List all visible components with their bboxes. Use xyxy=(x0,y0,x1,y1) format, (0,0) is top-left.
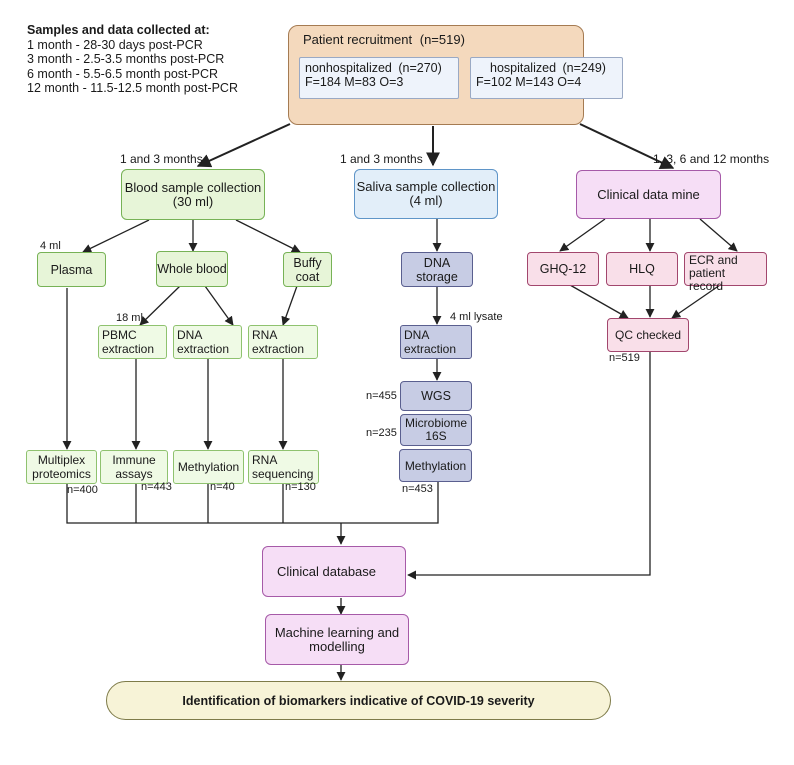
nonhospitalized-title: nonhospitalized xyxy=(305,61,392,75)
saliva-methylation-count: n=453 xyxy=(402,483,433,495)
arrow-ecr-to-qc xyxy=(671,284,721,319)
microbiome-16s-box: Microbiome 16S xyxy=(400,414,472,446)
plasma-box: Plasma xyxy=(37,252,106,287)
machine-learning-box: Machine learning and modelling xyxy=(265,614,409,665)
pbmc-volume-label: 18 ml xyxy=(116,312,143,324)
saliva-dna-extraction-box: DNA extraction xyxy=(400,325,472,359)
arrow-recruitment-to-clinical xyxy=(579,123,675,169)
arrow-blood-to-buffy xyxy=(235,219,301,253)
legend-title: Samples and data collected at: xyxy=(27,23,210,37)
clinical-database-box: Clinical database xyxy=(262,546,406,597)
legend-line: 3 month - 2.5-3.5 months post-PCR xyxy=(27,52,225,67)
arrow-clinical-to-ghq xyxy=(559,218,606,252)
nonhospitalized-box: nonhospitalized (n=270) F=184 M=83 O=3 xyxy=(299,57,459,99)
dna-storage-box: DNA storage xyxy=(401,252,473,287)
qc-checked-box: QC checked xyxy=(607,318,689,352)
dna-extraction-box: DNA extraction xyxy=(173,325,242,359)
clinical-timepoints-label: 1, 3, 6 and 12 months xyxy=(653,152,770,166)
blood-timepoints-label: 1 and 3 months xyxy=(120,152,203,166)
arrow-ghq-to-qc xyxy=(569,284,629,319)
recruitment-title: Patient recruitment (n=519) xyxy=(303,32,465,47)
qc-count: n=519 xyxy=(609,352,640,364)
arrow-buffy-to-rna xyxy=(281,285,298,326)
hospitalized-box: hospitalized (n=249) F=102 M=143 O=4 xyxy=(470,57,623,99)
arrow-whole-to-dna xyxy=(204,285,234,326)
blood-sample-collection-box: Blood sample collection (30 ml) xyxy=(121,169,265,220)
hospitalized-breakdown: F=102 M=143 O=4 xyxy=(476,75,582,89)
arrow-whole-to-pbmc xyxy=(139,285,181,326)
lysate-volume-label: 4 ml lysate xyxy=(450,311,503,323)
saliva-timepoints-label: 1 and 3 months xyxy=(340,152,423,166)
saliva-sample-collection-box: Saliva sample collection (4 ml) xyxy=(354,169,498,219)
biomarker-identification-box: Identification of biomarkers indicative … xyxy=(106,681,611,720)
microbiome-count: n=235 xyxy=(366,427,397,439)
hospitalized-count: (n=249) xyxy=(562,61,606,75)
immune-assays-count: n=443 xyxy=(141,481,172,493)
arrow-qc-to-database xyxy=(407,352,651,580)
nonhospitalized-count: (n=270) xyxy=(398,61,442,75)
ghq-12-box: GHQ-12 xyxy=(527,252,599,286)
collection-timepoints-legend: Samples and data collected at: 1 month -… xyxy=(27,23,238,96)
saliva-methylation-box: Methylation xyxy=(399,449,472,482)
whole-blood-box: Whole blood xyxy=(156,251,228,287)
buffy-coat-box: Buffy coat xyxy=(283,252,332,287)
hlq-box: HLQ xyxy=(606,252,678,286)
legend-line: 1 month - 28-30 days post-PCR xyxy=(27,37,203,52)
blood-methylation-count: n=40 xyxy=(210,481,235,493)
proteomics-count: n=400 xyxy=(67,484,98,496)
clinical-data-mine-box: Clinical data mine xyxy=(576,170,721,219)
wgs-box: WGS xyxy=(400,381,472,411)
wgs-count: n=455 xyxy=(366,390,397,402)
arrow-recruitment-to-blood xyxy=(196,123,291,168)
multiplex-proteomics-box: Multiplex proteomics xyxy=(26,450,97,484)
ecr-patient-record-box: ECR and patient record xyxy=(684,252,767,293)
nonhospitalized-breakdown: F=184 M=83 O=3 xyxy=(305,75,404,89)
arrow-clinical-to-ecr xyxy=(699,218,738,252)
pbmc-extraction-box: PBMC extraction xyxy=(98,325,167,359)
plasma-volume-label: 4 ml xyxy=(40,240,61,252)
legend-line: 6 month - 5.5-6.5 month post-PCR xyxy=(27,66,219,81)
rna-sequencing-count: n=130 xyxy=(285,481,316,493)
arrow-blood-to-plasma xyxy=(82,219,150,253)
hospitalized-title: hospitalized xyxy=(490,61,557,75)
rna-extraction-box: RNA extraction xyxy=(248,325,318,359)
blood-methylation-box: Methylation xyxy=(173,450,244,484)
immune-assays-box: Immune assays xyxy=(100,450,168,484)
bus-line xyxy=(66,482,439,524)
rna-sequencing-box: RNA sequencing xyxy=(248,450,319,484)
legend-line: 12 month - 11.5-12.5 month post-PCR xyxy=(27,81,238,96)
